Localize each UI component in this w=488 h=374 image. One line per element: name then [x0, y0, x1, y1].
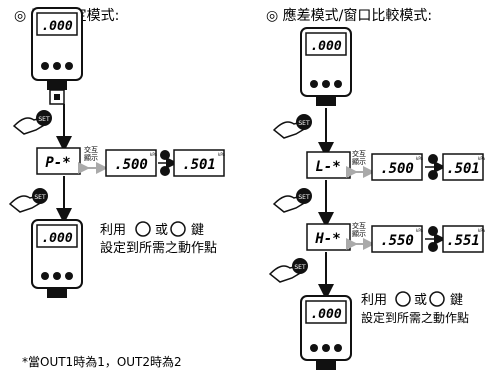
left-instruction-or: 或 — [155, 223, 168, 238]
left-set-label-2: SET — [34, 194, 46, 201]
right-high-unit-1: kPa — [416, 228, 424, 233]
down-button-icon — [170, 221, 186, 237]
left-unit-1: kPa — [150, 152, 158, 157]
right-low-down-icon — [428, 170, 438, 180]
right-set-label-2: SET — [298, 194, 310, 201]
right-up-button-icon — [395, 291, 411, 307]
right-instruction-2: 設定到所需之動作點 — [361, 310, 469, 325]
up-button-icon — [135, 221, 151, 237]
right-set-label-1: SET — [298, 120, 310, 127]
left-device-bottom: .000 — [31, 219, 83, 298]
left-value-box-1 — [105, 149, 157, 177]
right-device-top: .000 — [300, 27, 352, 106]
left-instruction-2: 設定到所需之動作點 — [100, 240, 217, 256]
left-hand-press-set-2: SET — [8, 188, 48, 213]
right-high-up-icon — [428, 226, 438, 236]
right-instruction-or: 或 — [414, 293, 427, 308]
left-value-readout-1: .500 — [114, 157, 148, 173]
right-high-value-readout-2: .551 — [446, 233, 480, 249]
right-instruction-1: 利用 — [361, 293, 387, 308]
down-key-icon — [65, 62, 73, 70]
right-low-unit-1: kPa — [416, 156, 424, 161]
left-value-box-2 — [173, 149, 225, 177]
right-low-value-box-1 — [371, 153, 423, 181]
left-mode-readout: P-* — [45, 155, 70, 171]
right-low-up-icon — [428, 154, 438, 164]
left-instruction-1: 利用 — [100, 223, 126, 238]
right-set-label-3: SET — [294, 264, 306, 271]
down-swap-icon — [160, 166, 170, 176]
right-high-value-box-2 — [442, 225, 484, 253]
left-unit-2: kPa — [218, 152, 226, 157]
right-low-value-box-2 — [442, 153, 484, 181]
right-mode-high-readout: H-* — [314, 231, 340, 247]
left-set-label-1: SET — [38, 116, 50, 123]
right-down-button-icon — [429, 291, 445, 307]
right-high-value-box-1 — [371, 225, 423, 253]
left-value-readout-2: .501 — [182, 157, 216, 173]
left-mode-box — [36, 147, 81, 175]
set-key-icon — [53, 62, 61, 70]
right-mode-low-box — [306, 151, 351, 179]
right-instruction-key: 鍵 — [450, 292, 463, 308]
right-title: ◎ 應差模式/窗口比較模式: — [266, 7, 432, 24]
left-swap-label-2: 顯示 — [84, 154, 98, 162]
right-swap-low-label-2: 顯示 — [352, 158, 366, 166]
right-mode-low-readout: L-* — [315, 159, 340, 175]
right-hand-press-set-1: SET — [272, 114, 312, 139]
right-device-bottom-readout: .000 — [310, 307, 341, 322]
right-high-unit-2: kPa — [478, 228, 486, 233]
right-swap-high-label-2: 顯示 — [352, 230, 366, 238]
left-device-top-readout: .000 — [41, 19, 72, 34]
left-device-top: .000 — [31, 7, 83, 105]
footnote: *當OUT1時為1，OUT2時為2 — [22, 355, 182, 369]
left-swap-label-1: 交互 — [84, 145, 98, 154]
right-hand-press-set-3: SET — [268, 258, 308, 283]
left-device-bottom-readout: .000 — [41, 231, 72, 246]
right-low-unit-2: kPa — [478, 156, 486, 161]
right-mode-high-box — [306, 223, 351, 251]
right-hand-press-set-2: SET — [272, 188, 312, 213]
up-key-icon — [41, 62, 49, 70]
right-low-value-readout-1: .500 — [380, 161, 414, 177]
right-low-value-readout-2: .501 — [446, 161, 480, 177]
right-device-top-readout: .000 — [310, 39, 341, 54]
right-device-bottom: .000 — [300, 295, 352, 370]
up-swap-icon — [160, 150, 170, 160]
left-hand-press-set-1: SET — [12, 110, 52, 135]
right-swap-high-label-1: 交互 — [352, 221, 366, 230]
right-high-value-readout-1: .550 — [380, 233, 414, 249]
left-instruction-key: 鍵 — [191, 222, 204, 238]
right-swap-low-label-1: 交互 — [352, 149, 366, 158]
right-high-down-icon — [428, 242, 438, 252]
